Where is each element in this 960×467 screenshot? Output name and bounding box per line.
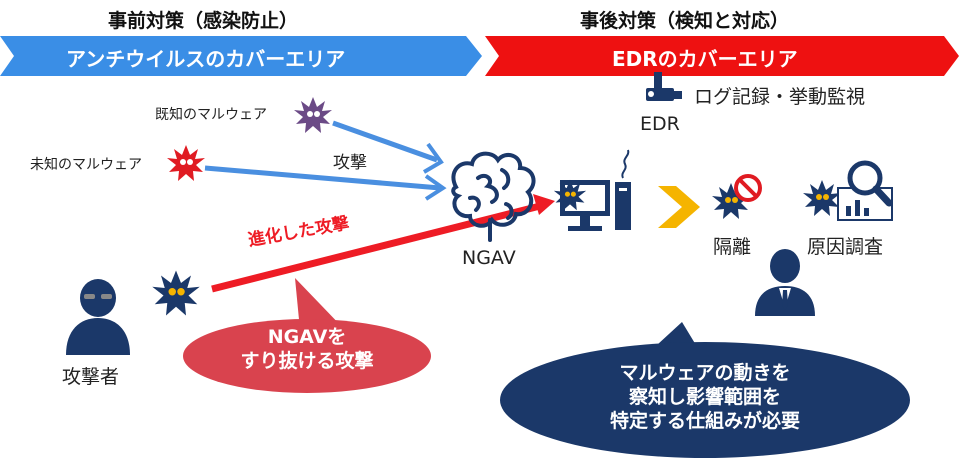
edr-banner <box>485 36 959 76</box>
advanced-attack-arrow <box>211 194 555 293</box>
camera-icon <box>646 72 682 101</box>
root-cause-label: 原因調査 <box>807 236 884 258</box>
response-heading: 事後対策（検知と対応） <box>580 10 790 32</box>
unknown-malware-icon <box>167 145 205 181</box>
attacker-icon <box>66 279 130 355</box>
magnifier-icon <box>837 160 893 221</box>
investigated-malware-icon <box>803 180 841 216</box>
isolated-malware-icon <box>712 183 750 219</box>
unknown-malware-label: 未知のマルウェア <box>30 157 142 173</box>
isolation-label: 隔離 <box>713 236 752 258</box>
computer-malware-icon <box>553 179 587 211</box>
known-malware-arrow <box>332 120 444 174</box>
antivirus-banner <box>0 36 482 76</box>
bypass-callout: NGAVを すり抜ける攻撃 <box>207 326 407 374</box>
attack-label: 攻撃 <box>333 153 367 173</box>
bypass-callout-shape <box>183 278 431 393</box>
chevron-icon <box>658 186 700 228</box>
known-malware-icon <box>294 97 332 133</box>
edr-callout-shape <box>500 322 910 458</box>
bypass-callout-line2: すり抜ける攻撃 <box>240 349 374 372</box>
attacker-label: 攻撃者 <box>62 366 120 388</box>
edr-callout-line3: 特定する仕組みが必要 <box>609 409 800 432</box>
brain-icon <box>451 151 536 242</box>
antivirus-banner-label: アンチウイルスのカバーエリア <box>66 47 346 71</box>
edr-banner-label: EDRのカバーエリア <box>612 47 798 71</box>
bypass-callout-line1: NGAVを <box>267 326 347 348</box>
prohibited-icon <box>734 174 762 202</box>
known-malware-label: 既知のマルウェア <box>155 107 267 123</box>
analyst-icon <box>755 249 815 316</box>
unknown-malware-arrow <box>204 165 447 201</box>
log-monitoring-label: ログ記録・挙動監視 <box>694 86 866 108</box>
prevention-heading: 事前対策（感染防止） <box>108 10 299 32</box>
ngav-label: NGAV <box>462 247 516 269</box>
edr-label: EDR <box>640 113 680 135</box>
attacker-malware-icon <box>152 270 200 316</box>
edr-callout-line2: 察知し影響範囲を <box>628 385 781 408</box>
edr-callout: マルウェアの動きを 察知し影響範囲を 特定する仕組みが必要 <box>560 362 850 433</box>
coverage-banners <box>0 36 959 76</box>
edr-callout-line1: マルウェアの動きを <box>619 362 791 384</box>
